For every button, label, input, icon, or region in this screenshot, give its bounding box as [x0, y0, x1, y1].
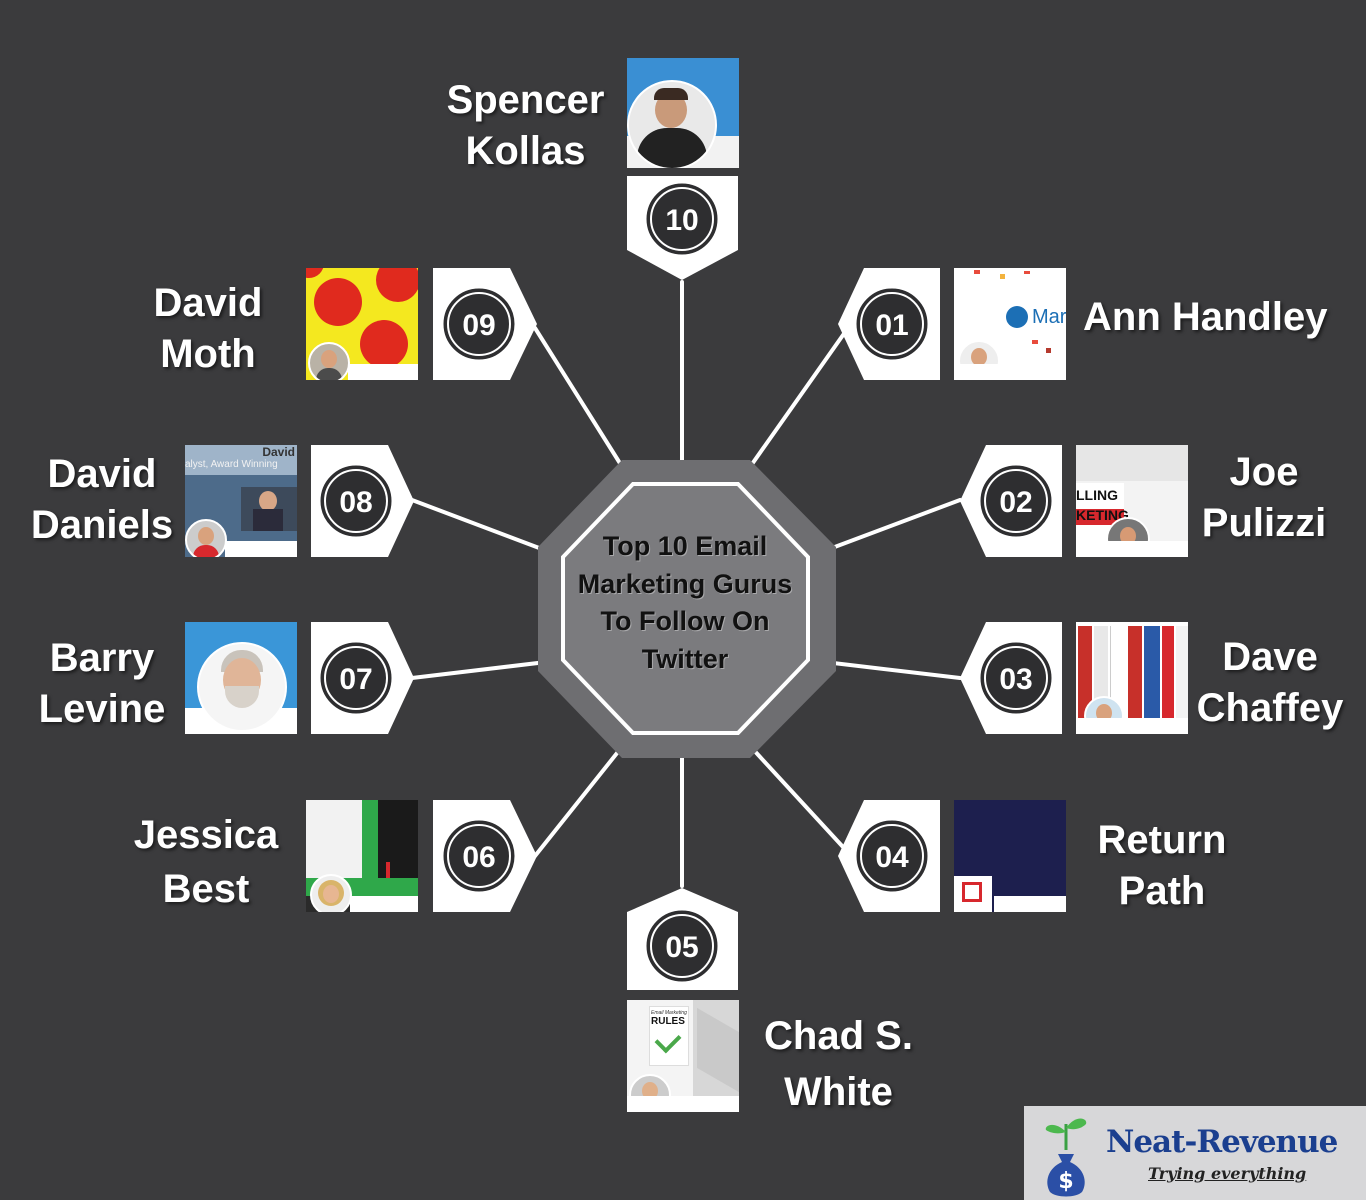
spoke-06	[533, 731, 635, 858]
badge-09	[433, 268, 537, 380]
spoke-07	[410, 658, 565, 680]
stats-bar	[350, 896, 418, 912]
joe-pulizzi-banner-text: LLING KETING	[1076, 487, 1129, 523]
svg-text:$: $	[1058, 1169, 1073, 1194]
rank-04: 04	[875, 841, 909, 874]
name-line-1: Barry	[49, 636, 155, 680]
avatar-barry-levine	[197, 642, 287, 732]
rank-06: 06	[462, 841, 495, 874]
name-barry-levine: Barry Levine	[34, 633, 170, 735]
name-jessica-best: Jessica Best	[128, 808, 284, 916]
badges	[311, 176, 1062, 990]
name-line-2: Levine	[38, 687, 166, 731]
david-daniels-banner-text: David	[262, 445, 295, 459]
badge-03	[960, 622, 1062, 734]
avatar-david-daniels	[185, 519, 227, 557]
stats-bar	[1076, 541, 1188, 557]
spoke-04	[736, 731, 857, 862]
thumbnail-ann-handley: Mar	[954, 268, 1066, 380]
name-line-1: Chad S.	[764, 1014, 913, 1058]
name-dave-chaffey: Dave Chaffey	[1194, 632, 1346, 734]
name-line-1: David	[153, 281, 263, 325]
thumbnail-david-daniels: David alyst, Award Winning	[185, 445, 297, 557]
logo-brand: Neat-Revenue	[1106, 1124, 1338, 1160]
stats-bar	[1076, 718, 1188, 734]
name-joe-pulizzi: Joe Pulizzi	[1198, 447, 1330, 549]
rank-07: 07	[339, 663, 372, 696]
badge-05	[627, 888, 738, 990]
center-title: Top 10 Email Marketing Gurus To Follow O…	[577, 531, 793, 674]
thumbnail-joe-pulizzi: LLING KETING	[1076, 445, 1188, 557]
name-line-1: Jessica	[133, 813, 279, 857]
name-line-1: David	[47, 452, 157, 496]
badge-02	[960, 445, 1062, 557]
name-line-2: Path	[1118, 869, 1206, 913]
ann-handley-banner-text: Mar	[1032, 306, 1066, 328]
spoke-08	[410, 498, 565, 559]
rank-05: 05	[665, 931, 698, 964]
badge-01	[838, 268, 940, 380]
thumbnail-chad-white: Email Marketing RULES	[627, 1000, 739, 1112]
name-line-1: Joe	[1229, 450, 1299, 494]
name-line-2: Best	[162, 867, 250, 911]
center-octagon-inner	[561, 482, 810, 735]
return-path-logo-icon	[962, 882, 982, 902]
thumbnail-barry-levine	[185, 622, 297, 734]
spoke-01	[736, 316, 857, 486]
name-line-2: Chaffey	[1196, 686, 1344, 730]
money-bag-sprout-icon: $	[1045, 1118, 1087, 1197]
chad-white-book-super: Email Marketing	[651, 1010, 687, 1016]
rank-03: 03	[999, 663, 1032, 696]
badge-08	[311, 445, 414, 557]
stats-bar	[627, 1096, 739, 1112]
avatar-spencer-kollas	[627, 80, 717, 168]
name-spencer-kollas: Spencer Kollas	[443, 75, 608, 177]
avatar-jessica-best	[310, 874, 352, 912]
rank-02: 02	[999, 486, 1032, 519]
rank-10: 10	[665, 204, 698, 237]
name-line-1: Spencer	[446, 78, 605, 122]
name-line-2: Pulizzi	[1201, 501, 1327, 545]
avatar-david-moth	[308, 342, 350, 380]
badge-06	[433, 800, 537, 912]
name-david-moth: David Moth	[150, 278, 266, 380]
name-david-daniels: David Daniels	[26, 449, 178, 551]
logo-tagline: Trying everything	[1148, 1164, 1307, 1183]
name-line-2: Kollas	[465, 129, 586, 173]
thumbnail-return-path	[954, 800, 1066, 912]
david-daniels-banner-subtext: alyst, Award Winning	[185, 459, 278, 470]
name-line-1: Return	[1097, 818, 1227, 862]
stats-bar	[954, 364, 1066, 380]
rank-08: 08	[339, 486, 372, 519]
badge-04	[838, 800, 940, 912]
stats-bar	[225, 541, 297, 557]
thumbnail-spencer-kollas	[627, 58, 739, 168]
name-line-1: Ann Handley	[1083, 295, 1328, 339]
neat-revenue-logo: $ Neat-Revenue Trying everything	[1024, 1106, 1366, 1200]
rank-09: 09	[462, 309, 495, 342]
name-return-path: Return Path	[1092, 815, 1232, 917]
stats-bar	[348, 364, 418, 380]
name-line-1: Dave	[1222, 635, 1318, 679]
name-ann-handley: Ann Handley	[1083, 292, 1327, 343]
thumbnail-dave-chaffey	[1076, 622, 1188, 734]
badge-10	[627, 176, 738, 280]
name-chad-white: Chad S. White	[756, 1008, 921, 1120]
rank-01: 01	[875, 309, 908, 342]
name-line-2: White	[784, 1070, 893, 1114]
avatar-return-path	[954, 876, 992, 912]
name-line-2: Daniels	[30, 503, 174, 547]
badge-07	[311, 622, 414, 734]
spoke-09	[533, 326, 635, 486]
chad-white-book-title: RULES	[651, 1016, 685, 1027]
thumbnail-jessica-best	[306, 800, 418, 912]
thumbnail-david-moth	[306, 268, 418, 380]
name-line-2: Moth	[160, 332, 256, 376]
